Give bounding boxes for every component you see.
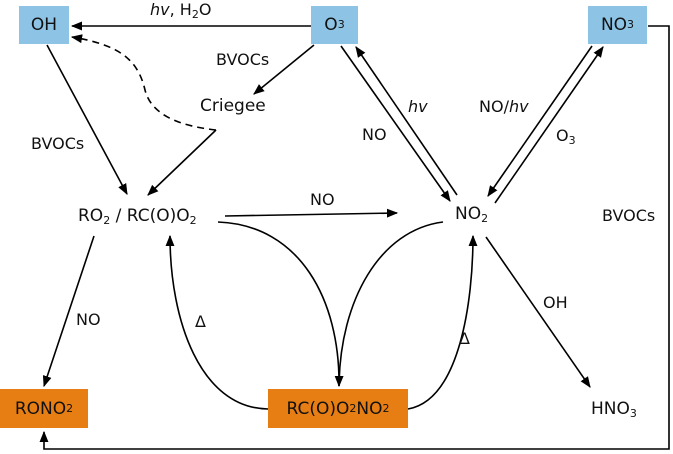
label-no3-to-no2-hv: hv	[508, 97, 529, 116]
label-h-sub: 2	[191, 8, 199, 21]
arrow-no2-to-hno3	[485, 236, 591, 388]
label-h: , H	[169, 0, 192, 19]
label-o: O	[198, 0, 212, 19]
label-hv: hv	[150, 0, 170, 19]
node-criegee: Criegee	[200, 98, 266, 115]
label-no3-to-no2-a: NO/	[479, 97, 509, 116]
arrow-no3-to-no2	[487, 45, 593, 197]
arrow-criegee-to-oh-dashed	[70, 34, 217, 131]
arrow-no3-to-rono2	[39, 25, 670, 450]
node-criegee-label: Criegee	[200, 96, 266, 116]
node-no3-label: NO	[600, 15, 628, 35]
label-no2-to-no3-o: O	[556, 126, 569, 145]
node-pan-label-b: NO	[356, 398, 383, 419]
label-no3-to-rono2: BVOCs	[602, 206, 656, 225]
label-ro2-to-rono2: NO	[76, 310, 101, 329]
node-pan-label-a: RC(O)O	[286, 398, 350, 419]
label-no2-to-o3: hv	[408, 97, 428, 116]
node-hno3-sub: 3	[629, 407, 637, 420]
arrow-pan-to-ro2	[165, 234, 269, 410]
node-ro2-sep: /	[110, 206, 127, 226]
node-oh-label: OH	[30, 15, 58, 35]
node-hno3: HNO3	[591, 399, 637, 420]
node-ro2-a-sub: 2	[103, 214, 111, 227]
arrow-o3-to-no2	[340, 45, 451, 202]
arrow-ro2-to-pan	[217, 221, 344, 388]
node-rono2-label: RONO	[14, 398, 67, 419]
node-no2-label: NO	[455, 204, 482, 224]
arrow-no2-to-o3	[355, 46, 458, 196]
node-ro2-a: RO	[78, 206, 104, 226]
label-pan-to-ro2: Δ	[195, 312, 206, 331]
node-ro2-b: RC(O)O	[126, 206, 190, 226]
label-o3-to-oh: hv, H2O	[150, 0, 212, 21]
label-ro2-to-no2: NO	[310, 190, 335, 209]
arrow-no2-to-no3	[494, 46, 604, 204]
label-pan-to-no2: Δ	[459, 329, 470, 348]
label-no2-to-hno3: OH	[543, 293, 568, 312]
label-o3-to-no2: NO	[362, 125, 387, 144]
arrow-ro2-to-no2	[224, 208, 399, 218]
label-o3-to-criegee: BVOCs	[216, 50, 270, 69]
node-hno3-label: HNO	[591, 399, 630, 419]
label-oh-to-ro2: BVOCs	[31, 134, 85, 153]
node-ro2: RO2 / RC(O)O2	[78, 206, 197, 227]
node-no2-sub: 2	[481, 212, 489, 225]
node-oh: OH	[19, 6, 69, 44]
node-ro2-b-sub: 2	[189, 214, 197, 227]
arrow-pan-to-no2	[407, 234, 478, 410]
label-no2-to-no3-sub: 3	[568, 134, 576, 147]
label-no2-to-no3: O3	[556, 126, 576, 147]
arrow-criegee-to-ro2	[147, 129, 217, 196]
node-o3-label: O	[324, 15, 338, 35]
arrow-ro2-to-rono2	[42, 235, 95, 388]
label-no3-to-no2: NO/hv	[479, 99, 529, 115]
arrow-oh-to-ro2	[46, 44, 128, 195]
arrow-o3-to-criegee	[253, 44, 315, 95]
node-no2: NO2	[455, 204, 489, 225]
arrow-no2-to-pan	[338, 221, 444, 387]
